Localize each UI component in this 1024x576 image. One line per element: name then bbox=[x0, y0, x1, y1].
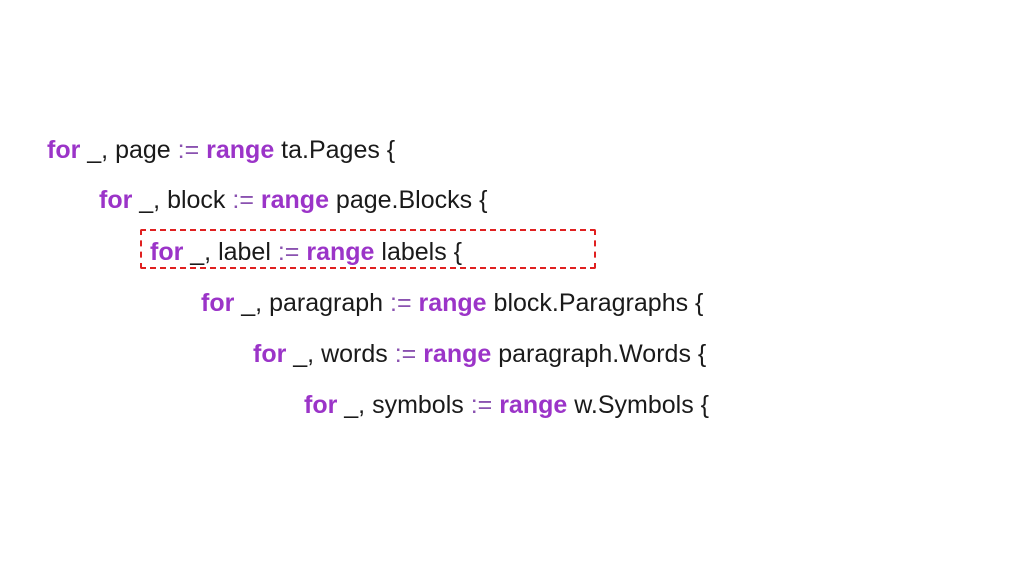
range-keyword: range bbox=[260, 186, 329, 214]
assign-operator: := bbox=[390, 289, 412, 317]
loop-variable: _, block bbox=[132, 186, 233, 214]
range-expression: labels { bbox=[374, 238, 462, 266]
code-line-words: for _, words := range paragraph.Words { bbox=[253, 339, 706, 369]
assign-operator: := bbox=[277, 238, 300, 266]
for-keyword: for bbox=[150, 238, 184, 266]
range-keyword: range bbox=[206, 136, 275, 164]
assign-operator: := bbox=[177, 136, 200, 164]
highlight-box bbox=[140, 229, 596, 269]
code-line-symbols: for _, symbols := range w.Symbols { bbox=[304, 390, 709, 420]
loop-variable: _, label bbox=[183, 238, 278, 266]
for-keyword: for bbox=[304, 391, 338, 419]
for-keyword: for bbox=[201, 289, 235, 317]
loop-variable: _, paragraph bbox=[234, 289, 390, 317]
range-expression: block.Paragraphs { bbox=[486, 289, 704, 317]
range-expression: w.Symbols { bbox=[567, 391, 710, 419]
range-expression: ta.Pages { bbox=[274, 136, 396, 164]
range-keyword: range bbox=[306, 238, 375, 266]
code-line-labels: for _, label := range labels { bbox=[150, 237, 462, 267]
loop-variable: _, symbols bbox=[337, 391, 471, 419]
assign-operator: := bbox=[470, 391, 493, 419]
code-line-paragraphs: for _, paragraph := range block.Paragrap… bbox=[201, 288, 703, 318]
for-keyword: for bbox=[253, 340, 287, 368]
range-expression: paragraph.Words { bbox=[491, 340, 707, 368]
range-keyword: range bbox=[499, 391, 568, 419]
range-keyword: range bbox=[423, 340, 492, 368]
code-line-blocks: for _, block := range page.Blocks { bbox=[99, 185, 487, 215]
assign-operator: := bbox=[394, 340, 417, 368]
loop-variable: _, page bbox=[80, 136, 178, 164]
code-line-pages: for _, page := range ta.Pages { bbox=[47, 135, 395, 165]
range-keyword: range bbox=[418, 289, 487, 317]
for-keyword: for bbox=[99, 186, 133, 214]
assign-operator: := bbox=[232, 186, 254, 214]
range-expression: page.Blocks { bbox=[328, 186, 488, 214]
loop-variable: _, words bbox=[286, 340, 395, 368]
for-keyword: for bbox=[47, 136, 81, 164]
